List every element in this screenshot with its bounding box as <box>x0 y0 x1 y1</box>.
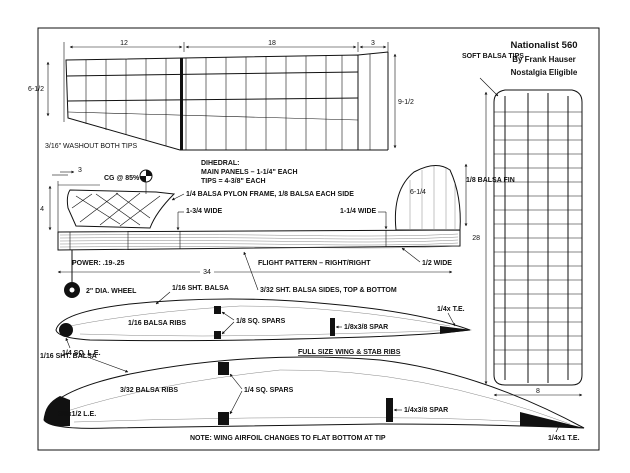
dihedral-tips: TIPS = 4-3/8" EACH <box>201 178 266 185</box>
stab-chord: 8 <box>536 388 540 395</box>
dihedral-block: DIHEDRAL: MAIN PANELS – 1-1/4" EACH TIPS… <box>201 160 298 185</box>
wing-chord-tip: 6-1/2 <box>28 86 44 93</box>
stab-te: 1/4x T.E. <box>437 306 465 313</box>
rear-width-label: 1-1/4 WIDE <box>340 208 377 215</box>
fuselage-grain-line <box>59 233 459 237</box>
stab-spar: 1/8x3/8 SPAR <box>344 324 388 331</box>
stab-tips-note: SOFT BALSA TIPS <box>462 53 524 60</box>
front-width-label: 1-3/4 WIDE <box>186 208 223 215</box>
fin-height: 6-1/4 <box>410 189 426 196</box>
cg-symbol <box>139 169 153 183</box>
wing-plan-view: 12 18 3 6-1/2 9-1/2 <box>28 40 414 151</box>
model-name: Nationalist 560 <box>510 40 577 51</box>
fuse-dim-4: 4 <box>40 206 44 213</box>
wing-top-sheet: 1/16 SHT. BALSA <box>40 353 97 360</box>
fin-label: 1/8 BALSA FIN <box>466 177 515 184</box>
wing-rib-section: 1/16 SHT. BALSA 3/32 BALSA RIBS 1/4 SQ. … <box>40 353 585 442</box>
wing-spars: 1/4 SQ. SPARS <box>244 387 294 394</box>
airfoil-note: NOTE: WING AIRFOIL CHANGES TO FLAT BOTTO… <box>190 435 386 442</box>
stab-span: 28 <box>472 235 480 242</box>
sheet-border <box>37 27 600 451</box>
fuselage-grain-line <box>59 236 459 240</box>
dihedral-heading: DIHEDRAL: <box>201 160 240 167</box>
dihedral-main: MAIN PANELS – 1-1/4" EACH <box>201 169 298 176</box>
wing-dim-tip: 3 <box>371 40 375 47</box>
wing-ribs: 3/32 BALSA RIBS <box>120 387 178 394</box>
stab-ribs: 1/16 BALSA RIBS <box>128 320 186 327</box>
wing-chord-root: 9-1/2 <box>398 99 414 106</box>
wing-dim-center: 18 <box>268 40 276 47</box>
stab-spars: 1/8 SQ. SPARS <box>236 318 286 325</box>
pylon-note: 1/4 BALSA PYLON FRAME, 1/8 BALSA EACH SI… <box>186 191 354 198</box>
fuselage-grain-line <box>59 242 459 246</box>
fuselage-grain-line <box>59 245 459 249</box>
stab-le: 1/4 SQ. L.E. <box>62 350 101 357</box>
fuselage-grain-line <box>59 239 459 243</box>
flight-pattern: FLIGHT PATTERN – RIGHT/RIGHT <box>258 260 371 267</box>
wing-dim-outer: 12 <box>120 40 128 47</box>
stab-top-sheet: 1/16 SHT. BALSA <box>172 285 229 292</box>
tail-width: 1/2 WIDE <box>422 260 452 267</box>
full-size-note: FULL SIZE WING & STAB RIBS <box>298 349 401 356</box>
wing-te: 1/4x1 T.E. <box>548 435 580 442</box>
washout-note: 3/16" WASHOUT BOTH TIPS <box>45 143 138 150</box>
wheel-label: 2" DIA. WHEEL <box>86 288 137 295</box>
stab-plan-view: SOFT BALSA TIPS 28 8 <box>462 53 583 397</box>
cg-label: CG @ 85% <box>104 175 140 182</box>
stab-rib-section: 1/16 SHT. BALSA 1/16 BALSA RIBS 1/8 SQ. … <box>55 285 472 357</box>
sides-note: 3/32 SHT. BALSA SIDES, TOP & BOTTOM <box>260 287 397 294</box>
fuse-length: 34 <box>203 269 211 276</box>
model-author: By Frank Hauser <box>512 55 576 64</box>
model-class: Nostalgia Eligible <box>511 68 578 77</box>
fuselage-side-view: 3 4 CG @ 85% 1/4 BALSA PYLON FRAME, 1/8 … <box>40 163 515 298</box>
title-block: Nationalist 560 By Frank Hauser Nostalgi… <box>510 40 577 77</box>
wing-le: 3/8x1/2 L.E. <box>58 411 96 418</box>
fuse-dim-3: 3 <box>78 167 82 174</box>
wing-spar: 1/4x3/8 SPAR <box>404 407 448 414</box>
power-label: POWER: .19-.25 <box>72 260 125 267</box>
